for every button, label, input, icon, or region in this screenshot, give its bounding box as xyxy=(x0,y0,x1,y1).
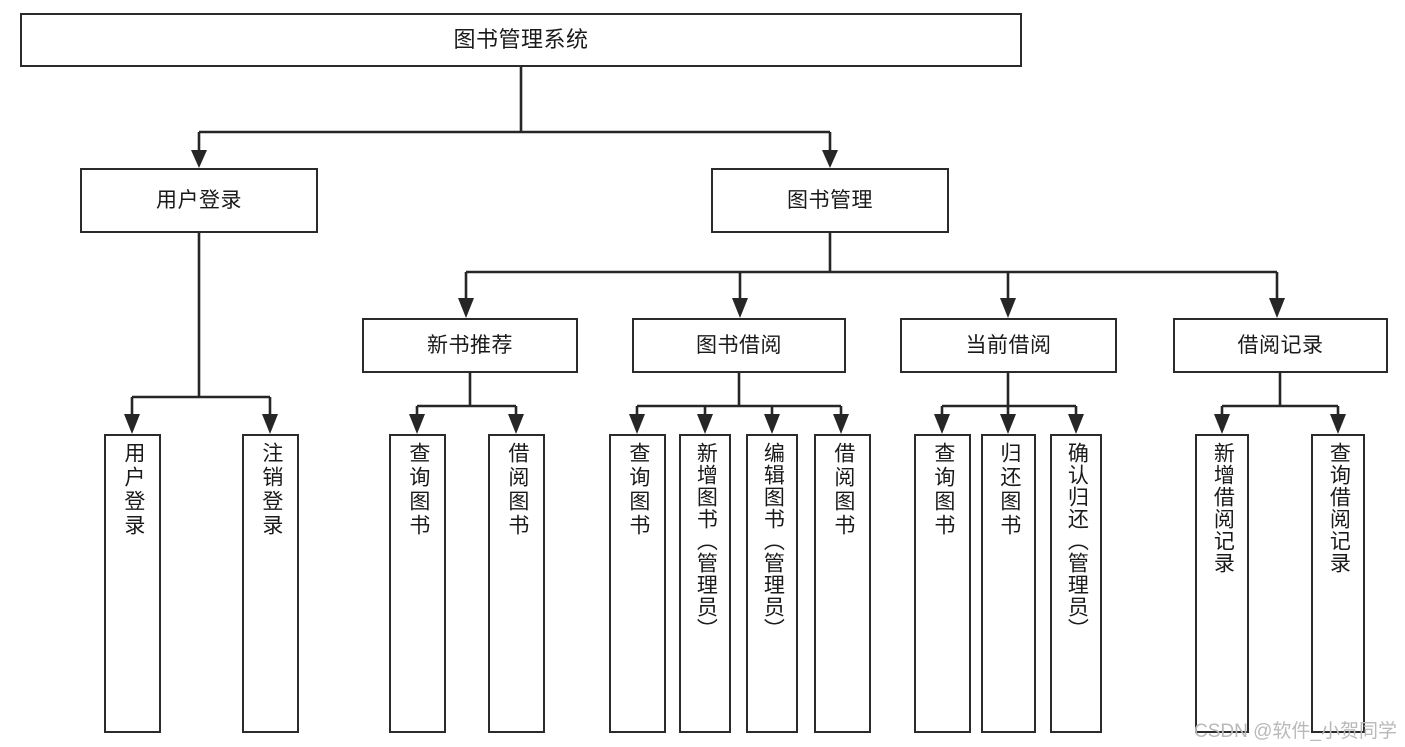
leaf-new-book-query[interactable]: 查询图书 xyxy=(389,434,446,733)
arrow-to-new-book xyxy=(458,298,474,318)
node-book-management-label: 图书管理 xyxy=(787,188,873,212)
node-borrow-record-label: 借阅记录 xyxy=(1237,333,1324,357)
arrow-leaf-borrow-3 xyxy=(764,414,780,434)
node-root-label: 图书管理系统 xyxy=(453,26,589,52)
leaf-borrow-add-book-label: 新增图书（管理员） xyxy=(694,442,718,640)
arrow-leaf-borrow-1 xyxy=(629,414,645,434)
csdn-watermark: CSDN @软件_小贺同学 xyxy=(1194,721,1397,742)
arrow-leaf-new-book-2 xyxy=(508,414,524,434)
arrow-leaf-current-1 xyxy=(934,414,950,434)
leaf-record-add-label: 新增借阅记录 xyxy=(1211,442,1235,574)
node-current-borrow-label: 当前借阅 xyxy=(965,333,1052,357)
leaf-current-query-book[interactable]: 查询图书 xyxy=(914,434,971,733)
arrow-leaf-borrow-2 xyxy=(697,414,713,434)
node-book-management[interactable]: 图书管理 xyxy=(711,168,949,233)
node-book-borrow[interactable]: 图书借阅 xyxy=(632,318,846,373)
node-current-borrow[interactable]: 当前借阅 xyxy=(900,318,1117,373)
arrow-leaf-user-login-2 xyxy=(262,414,278,434)
leaf-new-book-query-label: 查询图书 xyxy=(406,442,430,538)
node-borrow-record[interactable]: 借阅记录 xyxy=(1173,318,1388,373)
leaf-current-confirm-return-label: 确认归还（管理员） xyxy=(1065,442,1089,640)
arrow-leaf-user-login-1 xyxy=(124,414,140,434)
leaf-borrow-borrow-book-label: 借阅图书 xyxy=(831,442,855,538)
arrow-leaf-new-book-1 xyxy=(409,414,425,434)
node-new-book-recommend-label: 新书推荐 xyxy=(427,333,513,357)
arrow-leaf-record-1 xyxy=(1214,414,1230,434)
leaf-current-confirm-return[interactable]: 确认归还（管理员） xyxy=(1050,434,1102,733)
leaf-borrow-add-book[interactable]: 新增图书（管理员） xyxy=(679,434,731,733)
arrow-leaf-borrow-4 xyxy=(833,414,849,434)
node-new-book-recommend[interactable]: 新书推荐 xyxy=(362,318,578,373)
leaf-current-return-book-label: 归还图书 xyxy=(997,442,1021,538)
leaf-borrow-borrow-book[interactable]: 借阅图书 xyxy=(814,434,871,733)
leaf-record-query[interactable]: 查询借阅记录 xyxy=(1311,434,1365,733)
leaf-record-query-label: 查询借阅记录 xyxy=(1327,442,1351,574)
leaf-user-login-login[interactable]: 用户登录 xyxy=(104,434,161,733)
arrow-to-current-borrow xyxy=(1000,298,1016,318)
leaf-new-book-borrow[interactable]: 借阅图书 xyxy=(488,434,545,733)
arrow-to-user-login xyxy=(191,150,207,168)
leaf-borrow-query-book[interactable]: 查询图书 xyxy=(609,434,666,733)
leaf-borrow-edit-book[interactable]: 编辑图书（管理员） xyxy=(746,434,798,733)
arrow-leaf-current-2 xyxy=(1000,414,1016,434)
node-root-system[interactable]: 图书管理系统 xyxy=(20,13,1022,67)
arrow-leaf-record-2 xyxy=(1330,414,1346,434)
arrow-leaf-current-3 xyxy=(1068,414,1084,434)
leaf-record-add[interactable]: 新增借阅记录 xyxy=(1195,434,1249,733)
node-user-login-label: 用户登录 xyxy=(156,188,242,212)
arrow-to-book-mgmt xyxy=(822,150,838,168)
arrow-to-borrow-record xyxy=(1269,298,1285,318)
node-book-borrow-label: 图书借阅 xyxy=(696,333,782,357)
leaf-borrow-query-book-label: 查询图书 xyxy=(626,442,650,538)
arrow-to-borrow xyxy=(732,298,748,318)
leaf-user-login-logout[interactable]: 注销登录 xyxy=(242,434,299,733)
leaf-current-query-book-label: 查询图书 xyxy=(931,442,955,538)
node-user-login[interactable]: 用户登录 xyxy=(80,168,318,233)
leaf-current-return-book[interactable]: 归还图书 xyxy=(981,434,1036,733)
leaf-user-login-login-label: 用户登录 xyxy=(121,442,145,538)
leaf-borrow-edit-book-label: 编辑图书（管理员） xyxy=(761,442,785,640)
leaf-user-login-logout-label: 注销登录 xyxy=(259,442,283,538)
leaf-new-book-borrow-label: 借阅图书 xyxy=(505,442,529,538)
